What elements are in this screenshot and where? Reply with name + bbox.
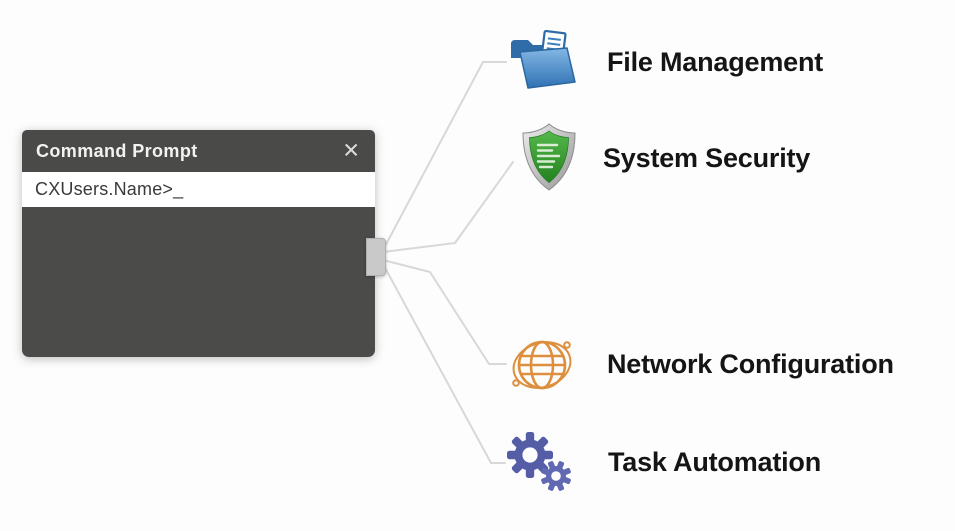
window-title: Command Prompt xyxy=(36,140,198,161)
branch-system-security: System Security xyxy=(512,122,810,194)
prompt-input[interactable]: CXUsers.Name>_ xyxy=(22,172,375,207)
branch-file-management: File Management xyxy=(505,29,824,94)
branch-network-configuration: Network Configuration xyxy=(505,329,894,399)
branch-label: System Security xyxy=(603,142,811,173)
connector-line-task-automation xyxy=(382,263,506,464)
globe-icon xyxy=(505,329,579,399)
connector-handle[interactable] xyxy=(366,238,386,276)
connector-line-file-management xyxy=(382,61,507,251)
branch-label: Network Configuration xyxy=(607,348,894,379)
command-prompt-window: Command Prompt ✕ CXUsers.Name>_ xyxy=(22,130,375,357)
close-icon[interactable]: ✕ xyxy=(342,139,360,163)
branch-task-automation: Task Automation xyxy=(503,430,821,494)
prompt-text: CXUsers.Name>_ xyxy=(35,179,184,199)
connector-line-network-configuration xyxy=(382,259,507,365)
shield-icon xyxy=(512,122,586,194)
branch-label: File Management xyxy=(607,46,824,77)
terminal-body xyxy=(22,207,375,357)
branch-label: Task Automation xyxy=(608,446,822,477)
connector-line-system-security xyxy=(382,161,514,253)
folder-icon xyxy=(505,29,577,94)
gears-icon xyxy=(503,430,579,494)
window-titlebar[interactable]: Command Prompt ✕ xyxy=(22,130,375,172)
